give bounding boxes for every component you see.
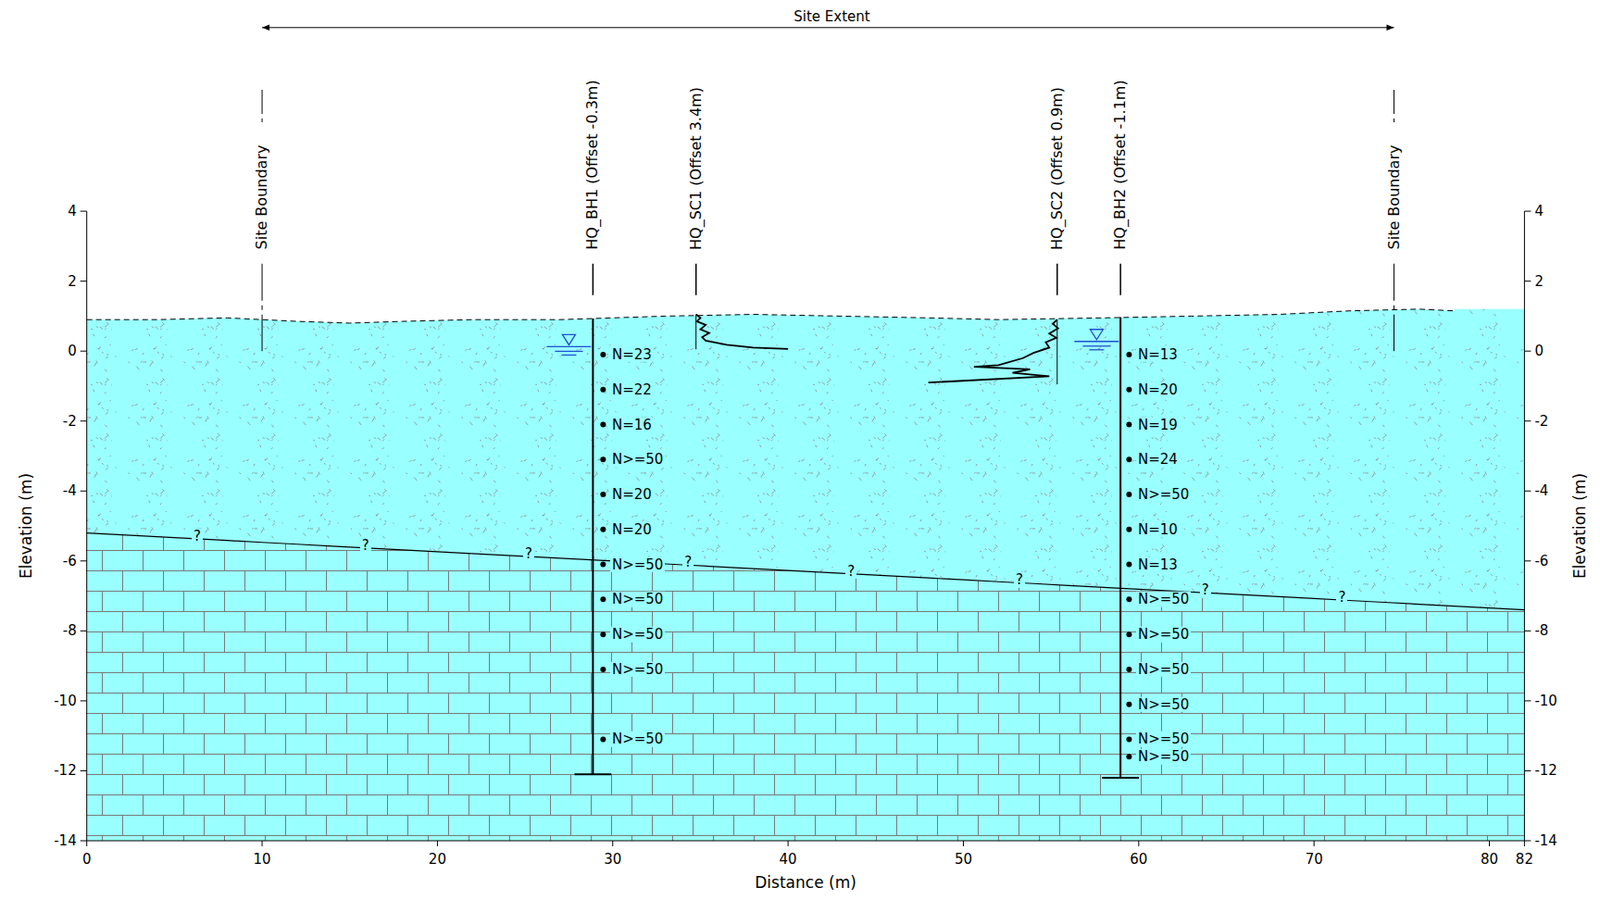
extent-label: Site Extent	[793, 8, 870, 25]
spt-value: N>=50	[610, 662, 665, 678]
boundary-label: Site Boundary	[1386, 145, 1403, 250]
spt-value: N>=50	[1136, 696, 1191, 713]
axis-tick-label: 0	[1534, 343, 1544, 360]
stratum-boundary	[87, 533, 1525, 611]
axis-tick-label: -10	[53, 693, 77, 710]
borehole-label: HQ_BH2 (Offset -1.1m)	[1112, 79, 1129, 250]
axis-tick-label: 40	[779, 851, 798, 868]
uncertain-marker: ?	[523, 546, 535, 563]
uncertain-marker: ?	[360, 537, 372, 553]
rock-layer	[87, 533, 1525, 841]
spt-value: N>=50	[1136, 487, 1191, 503]
spt-value: N=23	[610, 347, 654, 363]
spt-value: N>=50	[1136, 749, 1191, 765]
spt-value: N>=50	[610, 731, 665, 748]
axis-tick-label: 82	[1515, 851, 1534, 868]
spt-value: N>=50	[610, 591, 665, 608]
spt-value: N=24	[1136, 451, 1180, 468]
axis-tick-label: -14	[53, 833, 77, 850]
axis-tick-label: 70	[1305, 851, 1324, 868]
uncertain-marker: ?	[682, 554, 694, 571]
spt-value: N>=50	[1136, 626, 1191, 643]
axis-tick-label: -6	[1534, 553, 1549, 570]
spt-value: N>=50	[1136, 731, 1191, 748]
spt-value: N=20	[610, 522, 654, 538]
axis-tick-label: -8	[1534, 623, 1549, 639]
axes	[80, 211, 1532, 847]
spt-value: N=13	[1136, 347, 1180, 363]
uncertain-marker: ?	[1336, 589, 1348, 606]
axis-tick-label: -4	[62, 483, 77, 500]
uncertain-marker: ?	[845, 562, 857, 579]
uncertain-marker: ?	[1200, 582, 1212, 599]
axis-tick-label: 2	[67, 273, 77, 289]
site-markers	[262, 27, 1394, 778]
axis-tick-label: -2	[62, 412, 77, 429]
axis-tick-label: -12	[53, 762, 77, 779]
spt-value: N=20	[610, 487, 654, 503]
axis-tick-label: 4	[1534, 203, 1544, 220]
uncertain-marker: ?	[1013, 572, 1025, 588]
spt-value: N>=50	[1136, 591, 1191, 608]
axis-tick-label: 20	[428, 851, 447, 868]
axis-tick-label: 50	[954, 851, 973, 868]
axis-tick-label: 30	[603, 851, 622, 868]
ground-surface	[87, 309, 1455, 324]
spt-value: N=16	[610, 416, 654, 433]
axis-title: Elevation (m)	[1571, 473, 1589, 579]
axis-tick-label: -2	[1534, 412, 1549, 429]
borehole-label: HQ_SC2 (Offset 0.9m)	[1049, 87, 1066, 250]
axis-tick-label: 10	[253, 851, 272, 868]
spt-value: N>=50	[610, 626, 665, 643]
axis-title: Distance (m)	[754, 874, 857, 892]
spt-dots	[600, 351, 1132, 760]
axis-tick-label: -14	[1534, 833, 1558, 850]
axis-tick-label: 4	[67, 203, 77, 220]
axis-tick-label: 0	[82, 851, 92, 868]
spt-value: N=13	[1136, 556, 1180, 573]
axis-tick-label: -10	[1534, 693, 1558, 710]
axis-tick-label: 60	[1129, 851, 1148, 868]
spt-value: N=20	[1136, 381, 1180, 398]
axis-title: Elevation (m)	[17, 473, 36, 579]
water-table-symbol	[1074, 329, 1119, 350]
borehole-label: HQ_SC1 (Offset 3.4m)	[687, 87, 705, 250]
axis-tick-label: -4	[1534, 483, 1549, 500]
spt-value: N=22	[610, 381, 654, 398]
axis-tick-label: 80	[1480, 851, 1499, 868]
water-table-symbol	[546, 334, 591, 355]
axis-tick-label: 0	[67, 343, 77, 360]
spt-value: N>=50	[1136, 662, 1191, 678]
spt-value: N>=50	[610, 451, 665, 468]
spt-value: N=19	[1136, 416, 1180, 433]
spt-value: N=10	[1136, 522, 1180, 538]
axis-tick-label: -6	[62, 553, 77, 570]
spt-value: N>=50	[610, 556, 665, 573]
uncertain-marker: ?	[191, 528, 203, 545]
axis-tick-label: 2	[1534, 273, 1544, 289]
borehole-label: HQ_BH1 (Offset -0.3m)	[585, 79, 602, 250]
axis-tick-label: -12	[1534, 762, 1558, 779]
boundary-label: Site Boundary	[253, 145, 271, 250]
axis-tick-label: -8	[62, 623, 77, 639]
